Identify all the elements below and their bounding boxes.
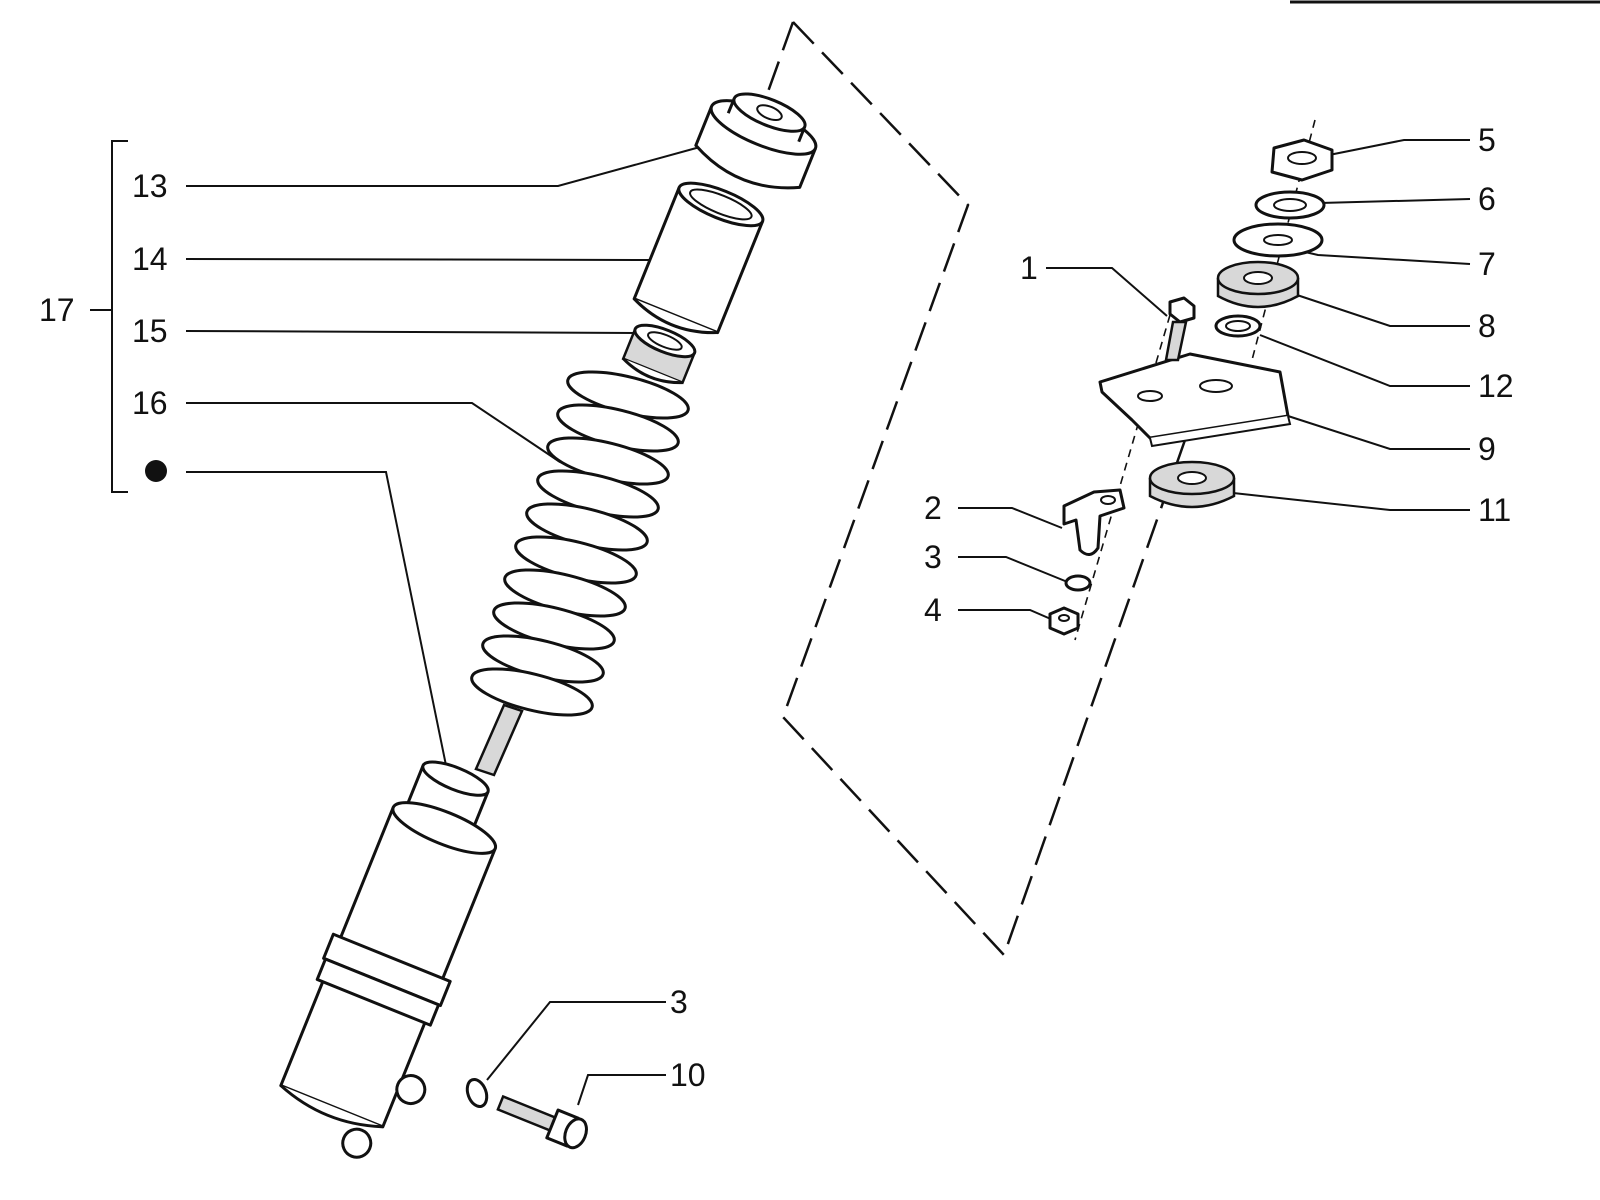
mounting-bolt [496,1094,588,1150]
callout-3-bottom: 3 [670,984,688,1020]
assembly-dashed-frame [781,21,1187,958]
leader-2 [958,507,1063,529]
leader-4 [958,609,1061,624]
leader-9 [1287,415,1470,450]
kit-marker-dot [145,460,167,482]
leader-kit [186,471,450,781]
callout-6: 6 [1478,181,1496,217]
callout-16: 16 [132,385,168,421]
upper-rubber-buffer [1216,260,1300,309]
leader-3-bottom [486,1001,666,1081]
coil-spring [470,370,690,717]
callout-4: 4 [924,592,942,628]
group-17-bracket [111,140,128,493]
bushing-ring [1214,314,1262,338]
leader-8 [1293,293,1470,327]
leader-10 [577,1074,666,1106]
callout-17: 17 [39,292,75,328]
hex-bolt [1164,296,1196,362]
damper-body [279,760,498,1159]
callout-1: 1 [1020,250,1038,286]
leader-13 [186,146,701,187]
upper-mount-bushing [694,92,818,190]
lower-rubber-buffer [1148,460,1236,509]
callout-13: 13 [132,168,168,204]
flat-washer [1232,222,1324,258]
callout-12: 12 [1478,368,1514,404]
leader-3-top [958,556,1071,584]
spring-seat-bumper [621,323,697,385]
callout-15: 15 [132,313,168,349]
leader-14 [185,258,663,261]
small-nut [1048,606,1080,636]
callout-11: 11 [1478,492,1512,528]
callout-14: 14 [132,241,168,277]
callout-2: 2 [924,490,942,526]
leader-16 [186,402,561,463]
callout-9: 9 [1478,431,1496,467]
leader-12 [1259,334,1470,387]
callout-8: 8 [1478,308,1496,344]
callout-7: 7 [1478,246,1496,282]
callout-5: 5 [1478,122,1496,158]
callout-3-top: 3 [924,539,942,575]
callout-10: 10 [670,1057,706,1093]
assembly-dashed-frame-top [763,21,795,101]
washer-top [1064,574,1092,592]
leader-6 [1319,198,1471,204]
damper-rod [474,703,524,777]
leader-1 [1046,267,1168,317]
top-nut [1270,138,1334,182]
leader-11 [1223,491,1470,511]
washer-bottom [465,1077,489,1109]
leader-15 [185,330,641,334]
mounting-plate [1098,352,1292,448]
spacer-sleeve [632,181,765,335]
lock-washer [1254,190,1326,220]
leader-7 [1304,251,1471,265]
u-bracket [1062,488,1126,556]
leader-5 [1313,139,1470,159]
